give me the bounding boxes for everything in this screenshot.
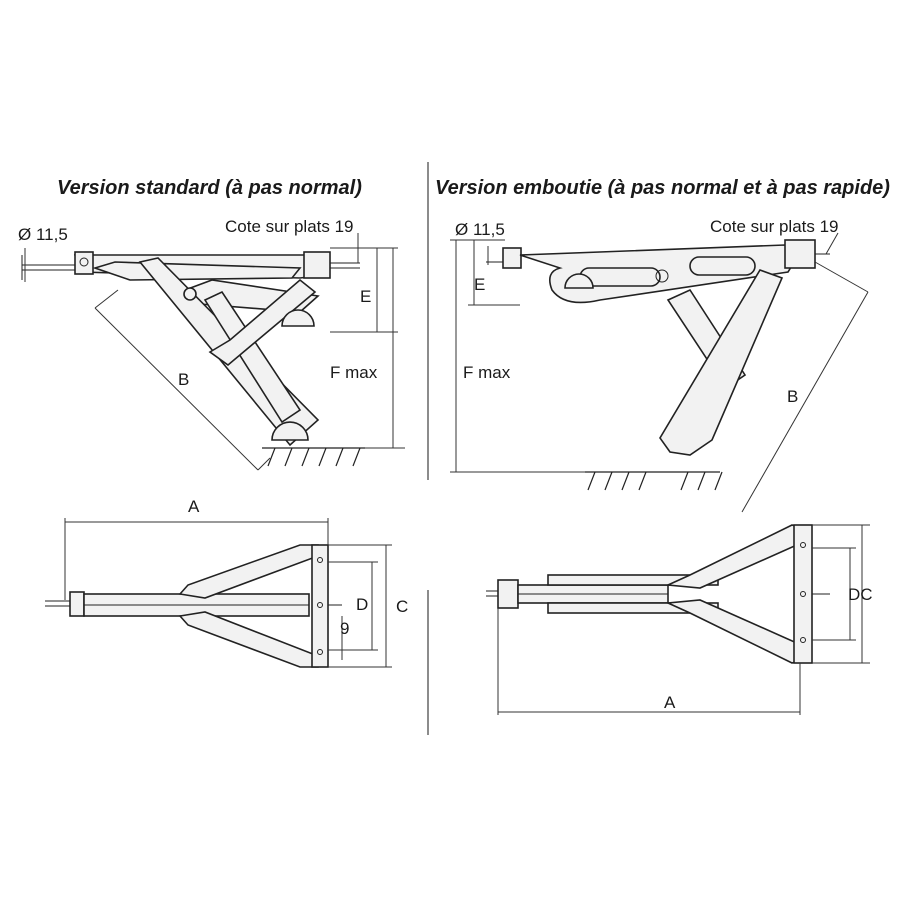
dim-a-label-right: A [664, 693, 676, 712]
diameter-label-left: Ø 11,5 [18, 225, 68, 244]
stamped-side-view [450, 232, 869, 513]
title-stamped-version: Version emboutie (à pas normal et à pas … [435, 177, 890, 199]
dim-b-label-left: B [178, 370, 189, 389]
cote-label-right: Cote sur plats 19 [710, 217, 839, 236]
dim-e-label-left: E [360, 287, 371, 306]
stamped-plan-view [486, 524, 870, 715]
dim-c-label-left: C [396, 597, 408, 616]
dim-d-label-left: D [356, 595, 368, 614]
dim-9-label-left: 9 [340, 619, 349, 638]
standard-plan-view [45, 518, 392, 668]
dim-b-label-right: B [787, 387, 798, 406]
dim-fmax-label-left: F max [330, 363, 378, 382]
standard-side-view [21, 233, 405, 471]
dim-a-label-left: A [188, 497, 200, 516]
title-standard-version: Version standard (à pas normal) [57, 177, 362, 199]
dim-fmax-label-right: F max [463, 363, 511, 382]
dim-dc-label-right: DC [848, 585, 873, 604]
dim-e-label-right: E [474, 275, 485, 294]
cote-label-left: Cote sur plats 19 [225, 217, 354, 236]
diameter-label-right: Ø 11,5 [455, 220, 505, 239]
